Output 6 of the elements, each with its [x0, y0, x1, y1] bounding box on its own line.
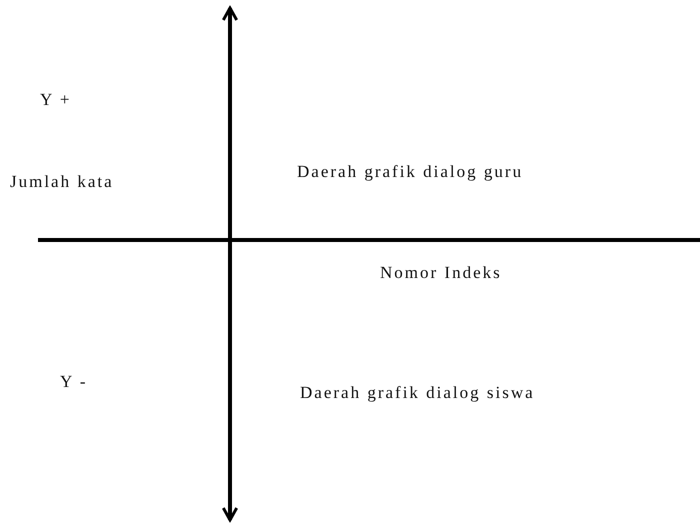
region-label: Daerah grafik dialog siswa	[300, 383, 535, 403]
axis-title: Jumlah kata	[10, 172, 114, 192]
axis-title: Nomor Indeks	[380, 263, 502, 283]
axis-label: Y -	[60, 372, 88, 392]
region-label: Daerah grafik dialog guru	[297, 162, 524, 182]
axis-label: Y +	[40, 90, 72, 110]
